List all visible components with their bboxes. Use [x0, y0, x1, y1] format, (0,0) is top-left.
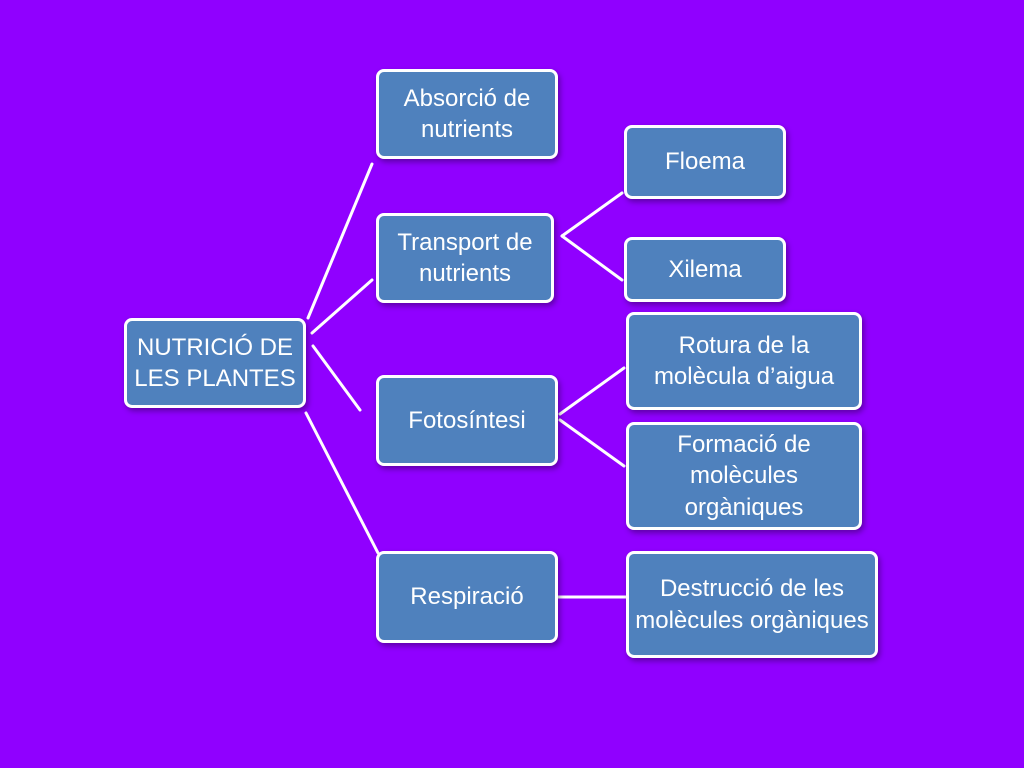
node-respiracio-label: Respiració	[410, 583, 524, 611]
node-root-label: NUTRICIÓ DE LES PLANTES	[134, 333, 296, 392]
node-root: NUTRICIÓ DE LES PLANTES	[124, 318, 306, 408]
connector-root-transport	[310, 278, 374, 335]
connector-root-respiracio	[304, 411, 380, 555]
node-transport: Transport de nutrients	[376, 213, 554, 303]
node-absorcio: Absorció de nutrients	[376, 69, 558, 159]
node-xilema-label: Xilema	[668, 255, 742, 283]
node-transport-label: Transport de nutrients	[397, 228, 533, 287]
connector-transport-floema	[560, 191, 624, 238]
node-destruccio: Destrucció de les molècules orgàniques	[626, 551, 878, 658]
node-respiracio: Respiració	[376, 551, 558, 643]
connector-fotosintesi-rotura	[558, 366, 626, 416]
connector-root-fotosintesi	[311, 344, 362, 412]
node-floema: Floema	[624, 125, 786, 199]
node-xilema: Xilema	[624, 237, 786, 302]
node-fotosintesi: Fotosíntesi	[376, 375, 558, 466]
node-formacio-label: Formació de molècules orgàniques	[677, 431, 811, 521]
node-destruccio-label: Destrucció de les molècules orgàniques	[635, 575, 869, 634]
node-absorcio-label: Absorció de nutrients	[403, 84, 531, 143]
node-rotura-label: Rotura de la molècula d’aigua	[653, 331, 835, 390]
connector-root-absorcio	[306, 162, 374, 320]
node-rotura: Rotura de la molècula d’aigua	[626, 312, 862, 410]
node-floema-label: Floema	[664, 148, 746, 176]
connector-fotosintesi-formacio	[558, 418, 626, 468]
node-fotosintesi-label: Fotosíntesi	[408, 406, 526, 434]
node-formacio: Formació de molècules orgàniques	[626, 422, 862, 530]
connector-transport-xilema	[560, 234, 624, 282]
